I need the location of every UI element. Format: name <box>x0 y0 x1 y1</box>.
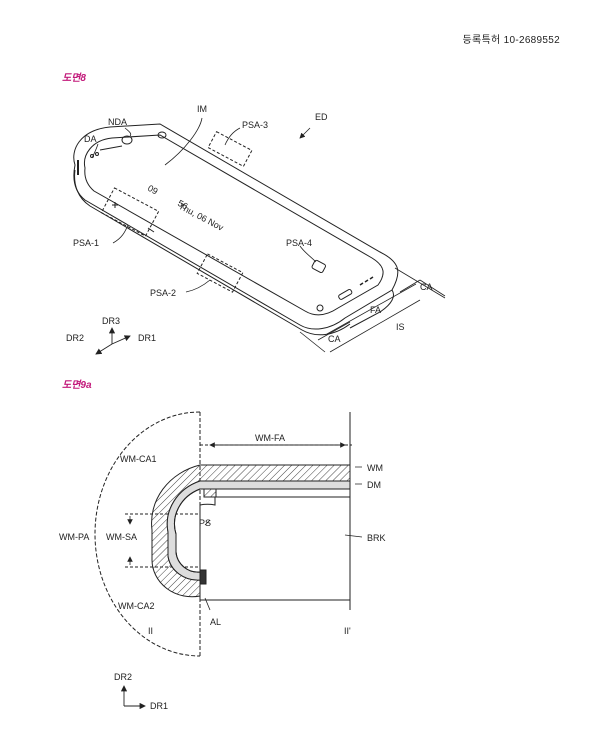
label-wm-ca2: WM-CA2 <box>118 601 155 611</box>
label-ca-top: CA <box>420 282 433 292</box>
label-al: AL <box>210 617 221 627</box>
label-dm: DM <box>367 480 381 490</box>
label-da: DA <box>84 134 97 144</box>
psa-3-region <box>207 130 253 168</box>
bracket-brk <box>199 496 350 601</box>
wm-pa-arc <box>94 411 201 657</box>
sensor-icon <box>157 131 167 139</box>
figure-8-labels: DA NDA IM PSA-3 ED PSA-1 PSA-2 PSA-4 CA … <box>73 104 433 344</box>
label-im: IM <box>197 104 207 114</box>
always-on-display: 09 56 Thu, 06 Nov <box>146 183 225 233</box>
phone-bottom-edge <box>349 289 394 329</box>
label-wm-sa: WM-SA <box>106 532 137 542</box>
speaker-grille <box>99 145 123 151</box>
axis-9a-dr2: DR2 <box>114 672 132 682</box>
figure-8-axes <box>95 327 131 355</box>
axis-9a-dr1: DR1 <box>150 701 168 711</box>
label-section-ii-prime: II' <box>344 626 351 636</box>
display-module-dm <box>166 480 351 581</box>
adhesive-layer-al <box>199 569 207 585</box>
minus-icon <box>147 227 155 233</box>
label-nda: NDA <box>108 117 127 127</box>
label-ed: ED <box>315 112 328 122</box>
label-psa-4: PSA-4 <box>286 238 312 248</box>
label-psa-2: PSA-2 <box>150 288 176 298</box>
figure-8-leaders <box>91 117 446 353</box>
label-section-ii: II <box>148 626 153 636</box>
label-wm-pa: WM-PA <box>59 532 89 542</box>
psa-2-region <box>196 253 244 293</box>
protective-sheet-ps <box>203 488 217 498</box>
display-area-outline <box>83 134 384 316</box>
label-fa: FA <box>370 305 381 315</box>
figure-8-title: 도면8 <box>62 73 86 84</box>
figure-9a-axes <box>120 685 146 710</box>
clock-date: Thu, 06 Nov <box>177 201 225 233</box>
psa-1-region <box>100 187 160 237</box>
label-wm-fa: WM-FA <box>255 433 285 443</box>
label-wm: WM <box>367 463 383 473</box>
label-psa-1: PSA-1 <box>73 238 99 248</box>
label-is: IS <box>396 322 405 332</box>
label-psa-3: PSA-3 <box>242 120 268 130</box>
label-wm-ca1: WM-CA1 <box>120 454 157 464</box>
usb-port <box>338 289 353 300</box>
home-button-icon <box>311 259 326 274</box>
clock-hour: 09 <box>146 183 160 197</box>
sensor-dot <box>95 152 99 156</box>
phone-body-outline <box>73 123 399 330</box>
label-ca-bottom: CA <box>328 334 341 344</box>
figure-8-phone <box>73 123 399 336</box>
patent-number: 등록특허 10-2689552 <box>462 35 560 46</box>
phone-side-edge <box>74 169 351 336</box>
figure-9a-title: 도면9a <box>62 380 92 391</box>
speaker-holes <box>359 276 374 286</box>
axis-dr1: DR1 <box>138 333 156 343</box>
front-camera-icon <box>121 135 133 145</box>
headphone-jack <box>316 304 324 312</box>
label-ps: PS <box>199 518 211 528</box>
label-brk: BRK <box>367 533 386 543</box>
figure-9a-labels: WM-FA WM-CA1 WM DM WM-PA WM-SA PS BRK WM… <box>59 433 386 636</box>
figure-9a-dimensions <box>127 442 363 611</box>
clock-minute: 56 <box>176 198 190 212</box>
axis-dr2: DR2 <box>66 333 84 343</box>
axis-dr3: DR3 <box>102 316 120 326</box>
